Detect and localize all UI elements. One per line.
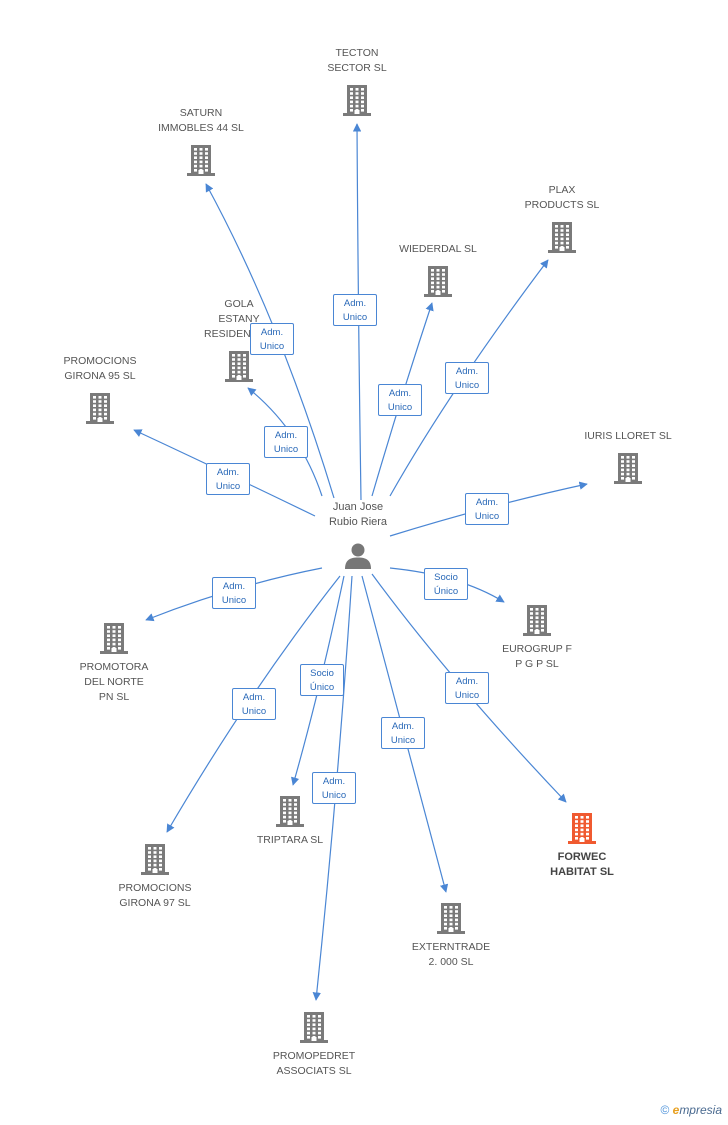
building-icon — [100, 623, 128, 654]
edge-label-gola[interactable]: Adm. Unico — [264, 426, 308, 458]
building-icon — [276, 796, 304, 827]
building-icon — [568, 813, 596, 844]
company-label: PLAX PRODUCTS SL — [524, 184, 600, 211]
building-icon — [141, 844, 169, 875]
brand-footer: © empresia — [660, 1103, 722, 1117]
building-icon — [548, 222, 576, 253]
company-label: WIEDERDAL SL — [399, 243, 477, 255]
company-label: PROMOPEDRET ASSOCIATS SL — [272, 1050, 356, 1077]
company-label: TECTON SECTOR SL — [327, 47, 387, 74]
edge-label-iuris[interactable]: Adm. Unico — [465, 493, 509, 525]
edge-label-forwec[interactable]: Adm. Unico — [445, 672, 489, 704]
company-label: EXTERNTRADE 2. 000 SL — [411, 941, 491, 968]
edge-label-promotora[interactable]: Adm. Unico — [212, 577, 256, 609]
person-name: Juan Jose Rubio Riera — [328, 501, 388, 528]
building-icon — [300, 1012, 328, 1043]
edge-label-wiederdal[interactable]: Adm. Unico — [378, 384, 422, 416]
company-label: PROMOCIONS GIRONA 95 SL — [63, 355, 137, 382]
building-icon — [187, 145, 215, 176]
company-label: PROMOTORA DEL NORTE PN SL — [79, 661, 149, 703]
brand-e: e — [672, 1103, 680, 1117]
building-icon — [523, 605, 551, 636]
company-label: TRIPTARA SL — [256, 834, 324, 846]
edge-label-promocions97[interactable]: Adm. Unico — [232, 688, 276, 720]
person-icon — [345, 543, 371, 569]
edge-label-saturn[interactable]: Adm. Unico — [250, 323, 294, 355]
brand-wordmark: mpresia — [679, 1103, 722, 1117]
copyright-symbol: © — [660, 1103, 670, 1117]
building-icon — [437, 903, 465, 934]
company-label: SATURN IMMOBLES 44 SL — [158, 107, 244, 134]
edge-label-tecton[interactable]: Adm. Unico — [333, 294, 377, 326]
building-icon — [86, 393, 114, 424]
company-label: FORWEC HABITAT SL — [550, 851, 614, 878]
edge-label-externtrade[interactable]: Adm. Unico — [381, 717, 425, 749]
company-label: PROMOCIONS GIRONA 97 SL — [118, 882, 192, 909]
edge-label-promocions95[interactable]: Adm. Unico — [206, 463, 250, 495]
building-icon — [424, 266, 452, 297]
building-icon — [614, 453, 642, 484]
edge-label-plax[interactable]: Adm. Unico — [445, 362, 489, 394]
edge-label-triptara[interactable]: Socio Único — [300, 664, 344, 696]
company-label: IURIS LLORET SL — [584, 430, 672, 442]
edge-label-promopedret[interactable]: Adm. Unico — [312, 772, 356, 804]
edge-label-eurogrup[interactable]: Socio Único — [424, 568, 468, 600]
company-label: EUROGRUP F P G P SL — [502, 643, 572, 670]
building-icon — [343, 85, 371, 116]
building-icon — [225, 351, 253, 382]
